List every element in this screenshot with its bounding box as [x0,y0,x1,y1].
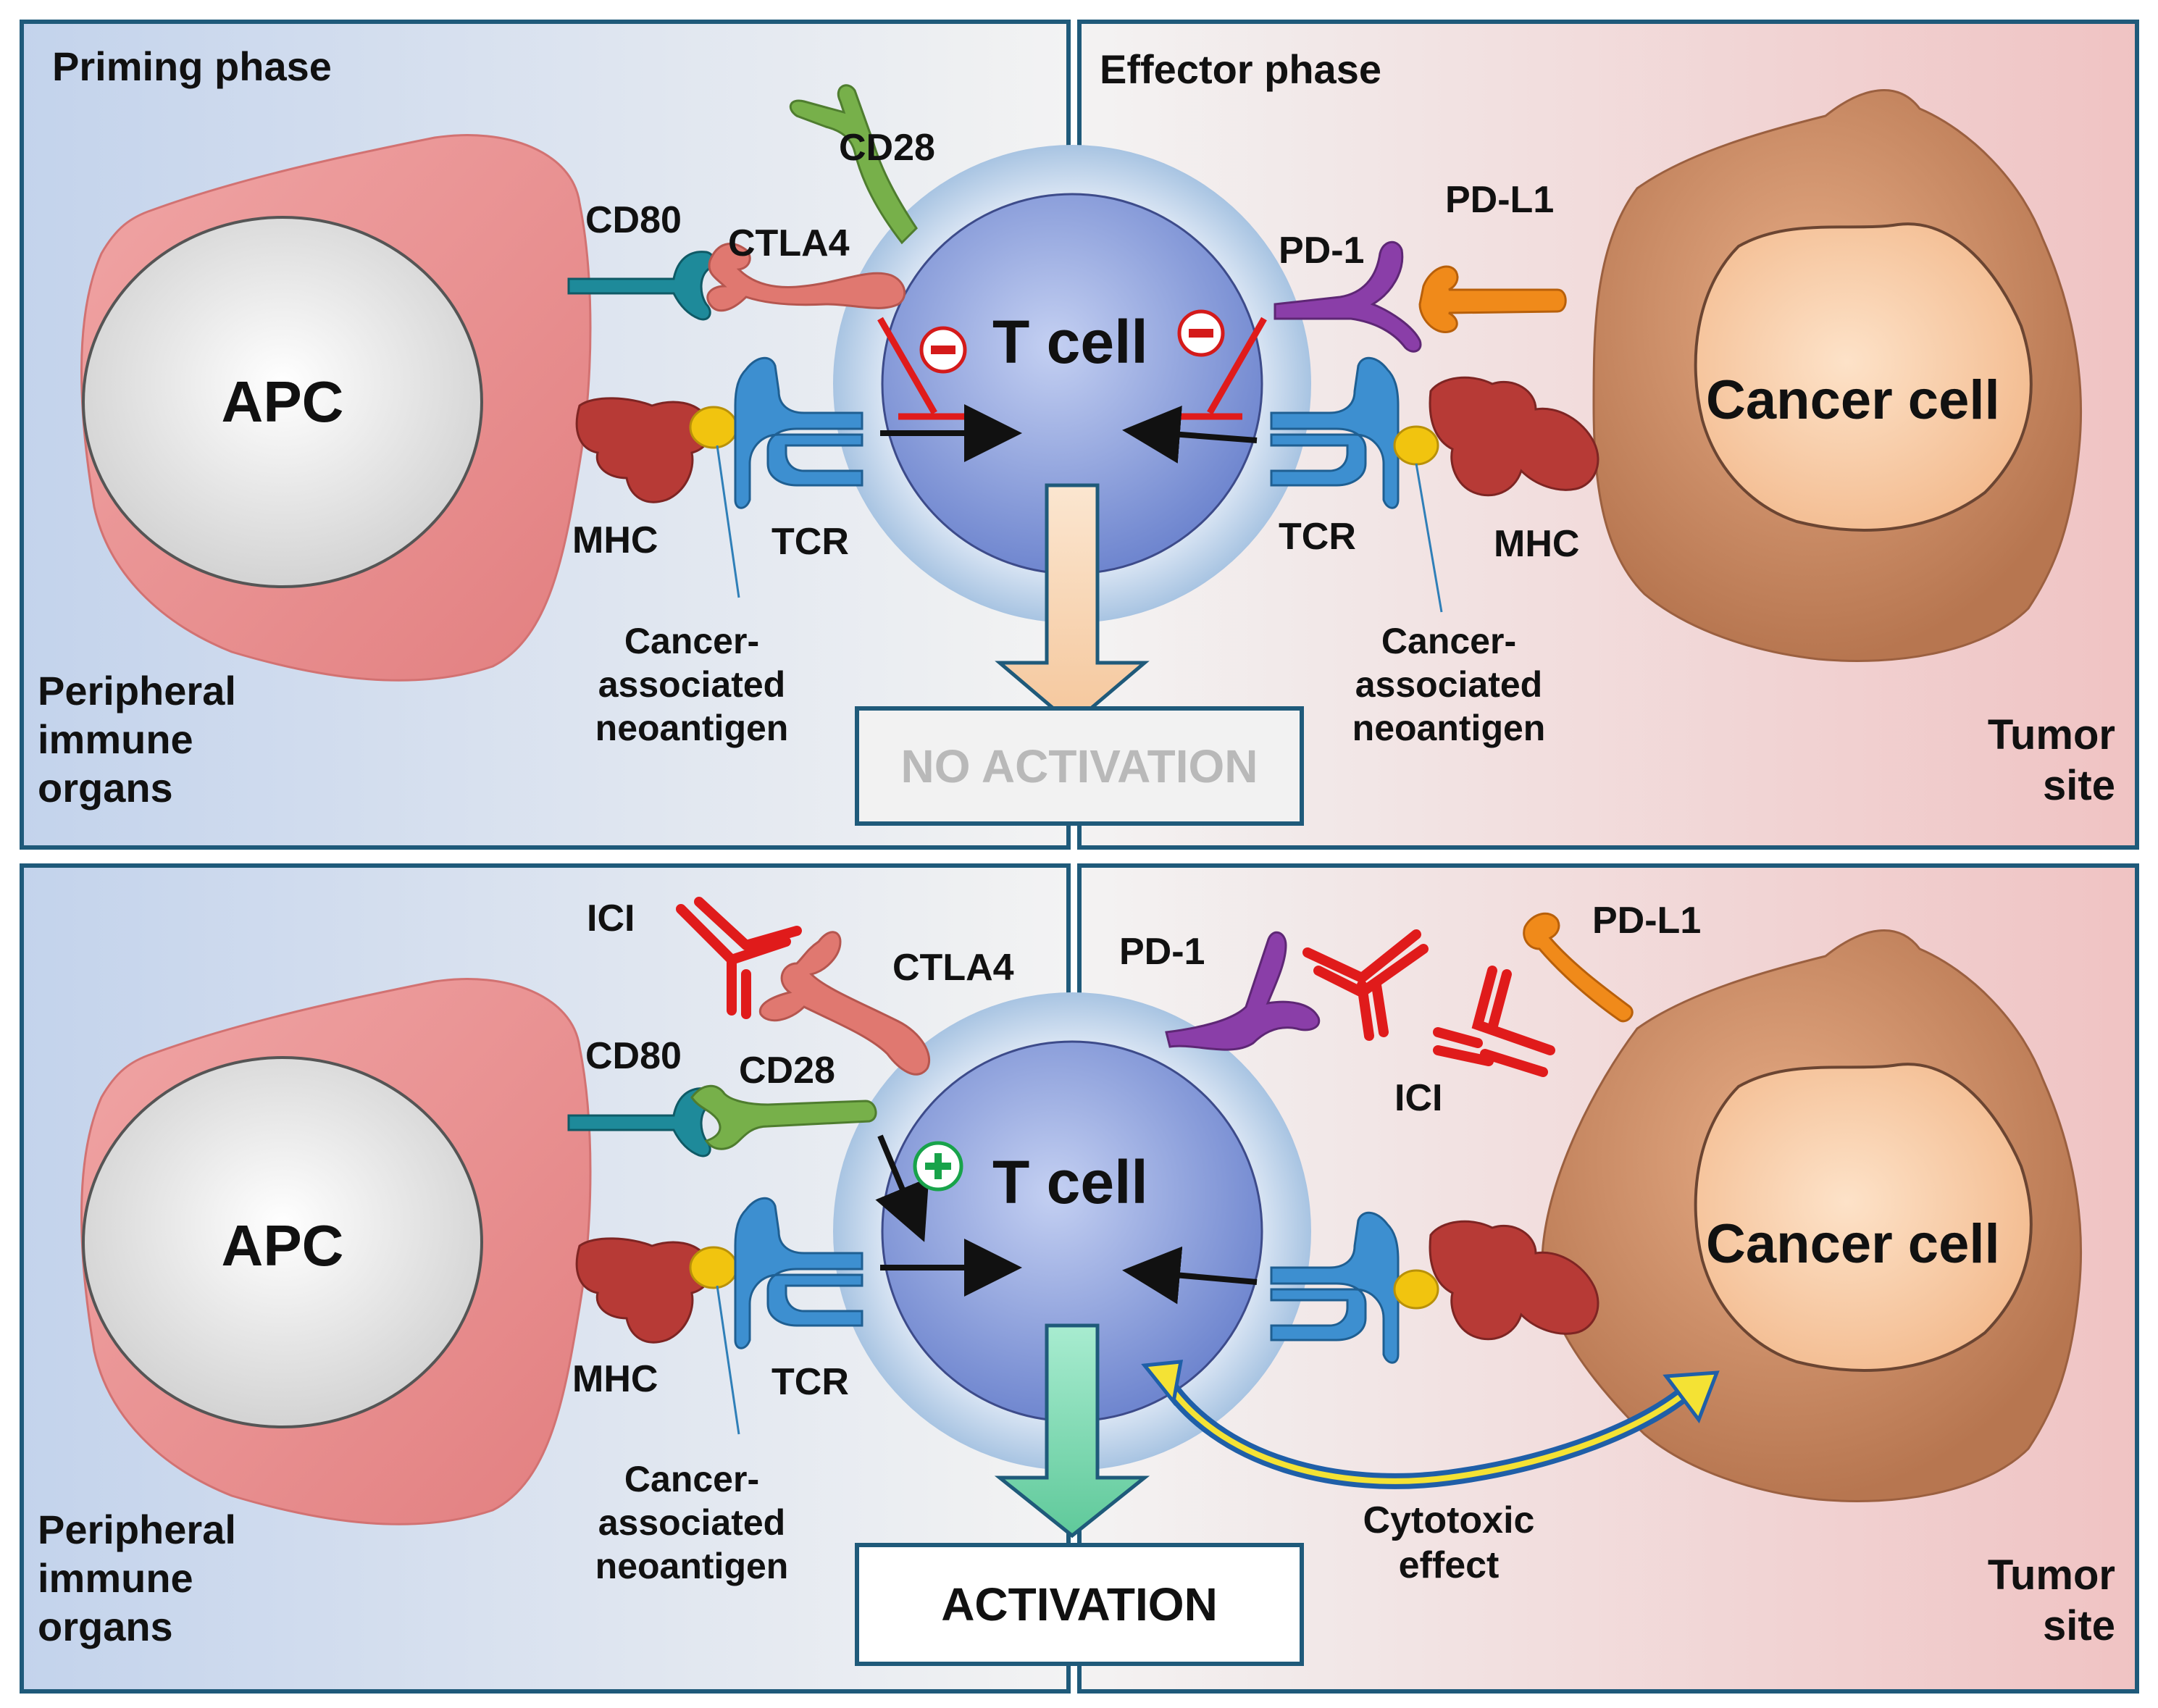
ctla4-receptor-bottom [758,931,931,1076]
pd1-label-top: PD-1 [1279,230,1365,272]
mhc-right-top [1429,376,1599,497]
antigen-left-bottom [689,1246,738,1289]
minus-icon-left-bar [931,346,955,354]
cd80-ligand-top [567,251,715,321]
pdl1-ligand-top [1418,265,1567,333]
tcell-label-top: T cell [992,308,1148,376]
inhibit-line-ctla4 [877,317,937,415]
pd1-label-bottom: PD-1 [1119,931,1205,973]
pdl1-label-top: PD-L1 [1445,179,1555,221]
pd1-receptor-top [1274,240,1422,353]
neoantigen-pointer-left-bottom [716,1285,740,1435]
tcr-right-top [1270,356,1400,509]
cytotoxic-arrow-tail [1141,1360,1184,1406]
ctla4-label-bottom: CTLA4 [892,947,1014,989]
minus-icon-right-bar [1189,329,1213,338]
cancer-nucleus-top [1694,222,2033,532]
mhc-left-top [575,397,712,503]
antigen-right-top [1393,425,1439,466]
effector-phase-title: Effector phase [1100,46,1381,92]
tcr-label-left-top: TCR [771,521,849,563]
no-activation-box: NO ACTIVATION [855,706,1304,826]
antigen-left-top [689,406,738,449]
mhc-right-bottom [1429,1220,1599,1341]
ici-antibody-right-1 [1302,929,1429,1041]
ctla4-receptor-top [706,243,906,312]
cancer-cell-label-bottom: Cancer cell [1706,1213,2000,1275]
mhc-label-left-top: MHC [572,519,658,561]
cytotoxic-arrow-head [1663,1370,1720,1424]
ctla4-label-top: CTLA4 [728,222,850,264]
pdl1-ligand-bottom [1523,912,1634,1023]
tcr-left-bottom [734,1197,863,1349]
mhc-left-bottom [575,1237,712,1344]
signal-arrow-right-bottom [1122,1246,1258,1305]
tcr-label-bottom: TCR [771,1361,849,1403]
plus-icon-v [934,1153,942,1179]
cd28-receptor-top [789,84,918,245]
cd80-ligand-bottom [567,1087,715,1157]
pdl1-label-bottom: PD-L1 [1592,900,1702,942]
ici-label-left: ICI [587,897,635,939]
priming-phase-title: Priming phase [52,43,332,89]
mhc-label-bottom: MHC [572,1358,658,1400]
pd1-receptor-bottom [1165,932,1321,1051]
cd28-label-bottom: CD28 [739,1050,835,1092]
ici-antibody-left [676,897,802,1019]
signal-arrow-right-top [1122,405,1258,464]
mhc-label-right-top: MHC [1494,523,1580,565]
cancer-nucleus-bottom [1694,1063,2033,1372]
costim-arrow-cd28 [875,1134,929,1242]
cd28-label-top: CD28 [839,127,935,169]
neoantigen-pointer-left-top [716,445,740,598]
activation-arrow [994,1323,1150,1539]
tcr-right-bottom [1270,1211,1400,1364]
apc-nucleus-top [82,216,483,588]
no-activation-arrow [995,483,1150,727]
cd80-label-bottom: CD80 [585,1035,682,1077]
tcr-left-top [734,356,863,509]
tcell-label-bottom: T cell [992,1148,1148,1216]
apc-label-top: APC [221,369,344,434]
cd28-receptor-bottom [690,1084,877,1150]
antigen-right-bottom [1393,1269,1439,1310]
cd80-label-top: CD80 [585,199,682,241]
cytotoxic-arrow-inner [1160,1374,1690,1484]
inhibit-line-pd1 [1207,317,1267,415]
ici-label-right: ICI [1394,1077,1443,1119]
apc-label-bottom: APC [221,1213,344,1278]
neoantigen-pointer-right-top [1415,463,1443,613]
cancer-cell-label-top: Cancer cell [1706,369,2000,431]
apc-nucleus-bottom [82,1056,483,1428]
ici-antibody-right-2 [1433,966,1555,1077]
activation-box: ACTIVATION [855,1543,1304,1666]
tcr-label-right-top: TCR [1279,516,1356,558]
